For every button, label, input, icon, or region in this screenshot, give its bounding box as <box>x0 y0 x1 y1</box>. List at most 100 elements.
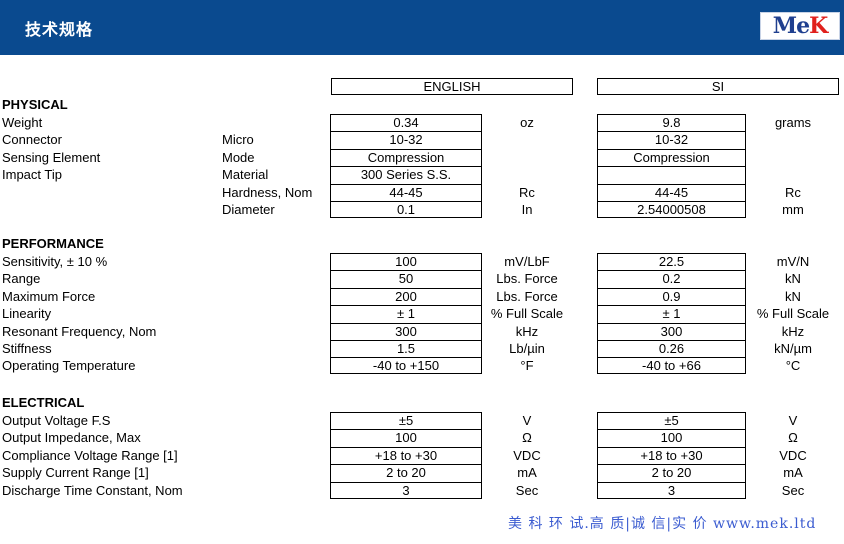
cell-border <box>481 253 482 271</box>
cell-border <box>330 305 331 323</box>
row-label: Maximum Force <box>2 288 96 304</box>
english-value: 300 <box>330 322 482 340</box>
si-value: 10-32 <box>597 131 746 148</box>
cell-border <box>481 412 482 430</box>
cell-border <box>330 429 331 447</box>
cell-border <box>597 131 598 149</box>
si-value: 2 to 20 <box>597 464 746 481</box>
si-unit: % Full Scale <box>756 306 830 322</box>
si-unit: Rc <box>785 184 801 200</box>
cell-border <box>330 340 331 358</box>
english-value: 1.5 <box>330 340 482 357</box>
cell-border <box>597 148 598 167</box>
english-value: 44-45 <box>330 183 482 201</box>
row-sublabel: Hardness, Nom <box>222 184 313 200</box>
english-value: -40 to +150 <box>330 357 482 375</box>
column-header-si: SI <box>597 78 839 95</box>
cell-border <box>597 357 598 375</box>
cell-border <box>481 270 482 288</box>
row-label: Compliance Voltage Range [1] <box>2 447 178 463</box>
si-value: 9.8 <box>597 114 746 131</box>
si-unit: mA <box>783 465 803 481</box>
cell-border <box>481 357 482 375</box>
cell-border <box>481 183 482 201</box>
english-unit: °F <box>520 358 534 374</box>
cell-border <box>481 201 482 218</box>
table-row: Operating Temperature-40 to +150°F-40 to… <box>0 357 844 375</box>
row-label: Supply Current Range [1] <box>2 465 149 481</box>
cell-border <box>745 287 746 306</box>
row-label: Sensitivity, ± 10 % <box>2 254 108 269</box>
si-value: 100 <box>597 429 746 446</box>
section-title: ELECTRICAL <box>2 395 85 410</box>
english-value: 2 to 20 <box>330 464 482 481</box>
cell-border <box>745 253 746 271</box>
cell-border <box>597 183 598 201</box>
si-unit: mm <box>782 202 804 217</box>
english-unit: mV/LbF <box>504 254 550 269</box>
si-value: Compression <box>597 148 746 166</box>
row-label: Sensing Element <box>2 149 101 165</box>
cell-border <box>597 340 598 358</box>
cell-border <box>745 201 746 218</box>
cell-border <box>745 464 746 482</box>
english-unit: oz <box>520 115 534 130</box>
si-unit: kN <box>785 288 801 304</box>
english-unit: Lbs. Force <box>496 271 558 287</box>
english-value: Compression <box>330 148 482 166</box>
cell-border <box>745 412 746 430</box>
cell-border <box>745 305 746 323</box>
cell-border <box>745 131 746 149</box>
row-label: Stiffness <box>2 341 52 356</box>
row-sublabel: Micro <box>222 132 254 148</box>
english-unit: kHz <box>515 323 539 339</box>
english-unit: Sec <box>515 482 539 498</box>
row-label: Output Voltage F.S <box>2 413 111 428</box>
english-value: 200 <box>330 287 482 305</box>
si-value: ± 1 <box>597 305 746 322</box>
cell-border <box>597 412 598 430</box>
english-value: ±5 <box>330 412 482 429</box>
cell-border <box>745 481 746 499</box>
cell-border <box>330 253 331 271</box>
cell-border <box>745 183 746 201</box>
si-unit: grams <box>774 115 812 130</box>
english-value: ± 1 <box>330 305 482 322</box>
english-unit: V <box>522 413 532 428</box>
cell-border <box>597 481 598 499</box>
cell-border <box>745 322 746 340</box>
english-value: +18 to +30 <box>330 446 482 464</box>
english-value: 100 <box>330 253 482 270</box>
footer-watermark: 美 科 环 试.高 质|诚 信|实 价 www.mek.ltd <box>508 516 817 532</box>
english-value: 50 <box>330 270 482 287</box>
english-unit: Rc <box>519 184 535 200</box>
cell-border <box>481 166 482 184</box>
cell-border <box>330 464 331 482</box>
cell-border <box>745 166 746 184</box>
cell-border <box>481 464 482 482</box>
cell-border <box>481 114 482 132</box>
row-label: Impact Tip <box>2 167 62 183</box>
si-value: ±5 <box>597 412 746 429</box>
cell-border <box>745 148 746 167</box>
cell-border <box>481 148 482 167</box>
cell-border <box>481 481 482 499</box>
si-unit: kN/µm <box>774 341 812 356</box>
row-label: Linearity <box>2 306 52 322</box>
cell-border <box>745 429 746 447</box>
header-bar: 技术规格 MeK <box>0 0 844 55</box>
cell-border <box>330 148 331 167</box>
english-unit: In <box>521 202 533 217</box>
page-title: 技术规格 <box>25 20 94 39</box>
si-unit: mV/N <box>776 254 810 269</box>
si-value: 3 <box>597 481 746 499</box>
column-header-english: ENGLISH <box>331 78 573 95</box>
